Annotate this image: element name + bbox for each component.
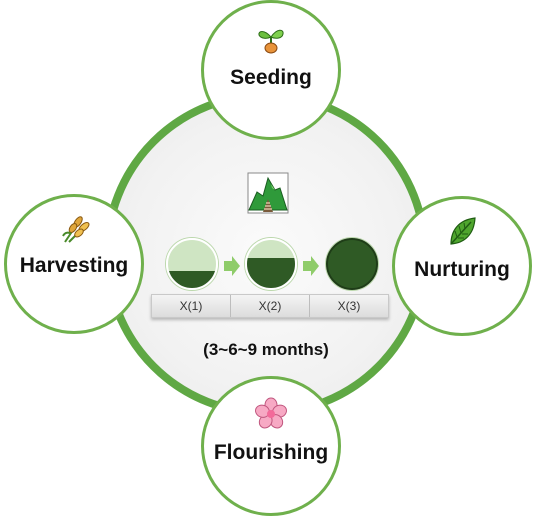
duration-text: (3~6~9 months) — [203, 340, 329, 359]
leaf-icon — [450, 217, 476, 245]
node-label-flourishing: Flourishing — [213, 441, 329, 464]
node-flourishing: Flourishing — [201, 376, 341, 516]
node-label-nurturing: Nurturing — [414, 258, 510, 281]
stage-label-bar: X(1) X(2) X(3) — [151, 294, 389, 318]
arrow-right-icon — [303, 256, 319, 276]
stage-label: X(1) — [152, 295, 231, 317]
stage-label: X(2) — [231, 295, 310, 317]
arrow-right-icon — [224, 256, 240, 276]
growth-stage-3 — [326, 238, 378, 290]
node-label-harvesting: Harvesting — [19, 254, 129, 277]
node-label-seeding: Seeding — [230, 66, 312, 89]
node-harvesting: Harvesting — [4, 194, 144, 334]
seedling-icon — [258, 29, 284, 54]
growth-stage-1 — [166, 238, 218, 290]
mountain-railway-icon — [247, 172, 289, 214]
flower-icon — [255, 397, 287, 429]
node-nurturing: Nurturing — [392, 196, 532, 336]
stage-label: X(3) — [337, 299, 361, 313]
growth-stage-2 — [245, 238, 297, 290]
node-seeding: Seeding — [201, 0, 341, 140]
wheat-icon — [62, 216, 90, 243]
